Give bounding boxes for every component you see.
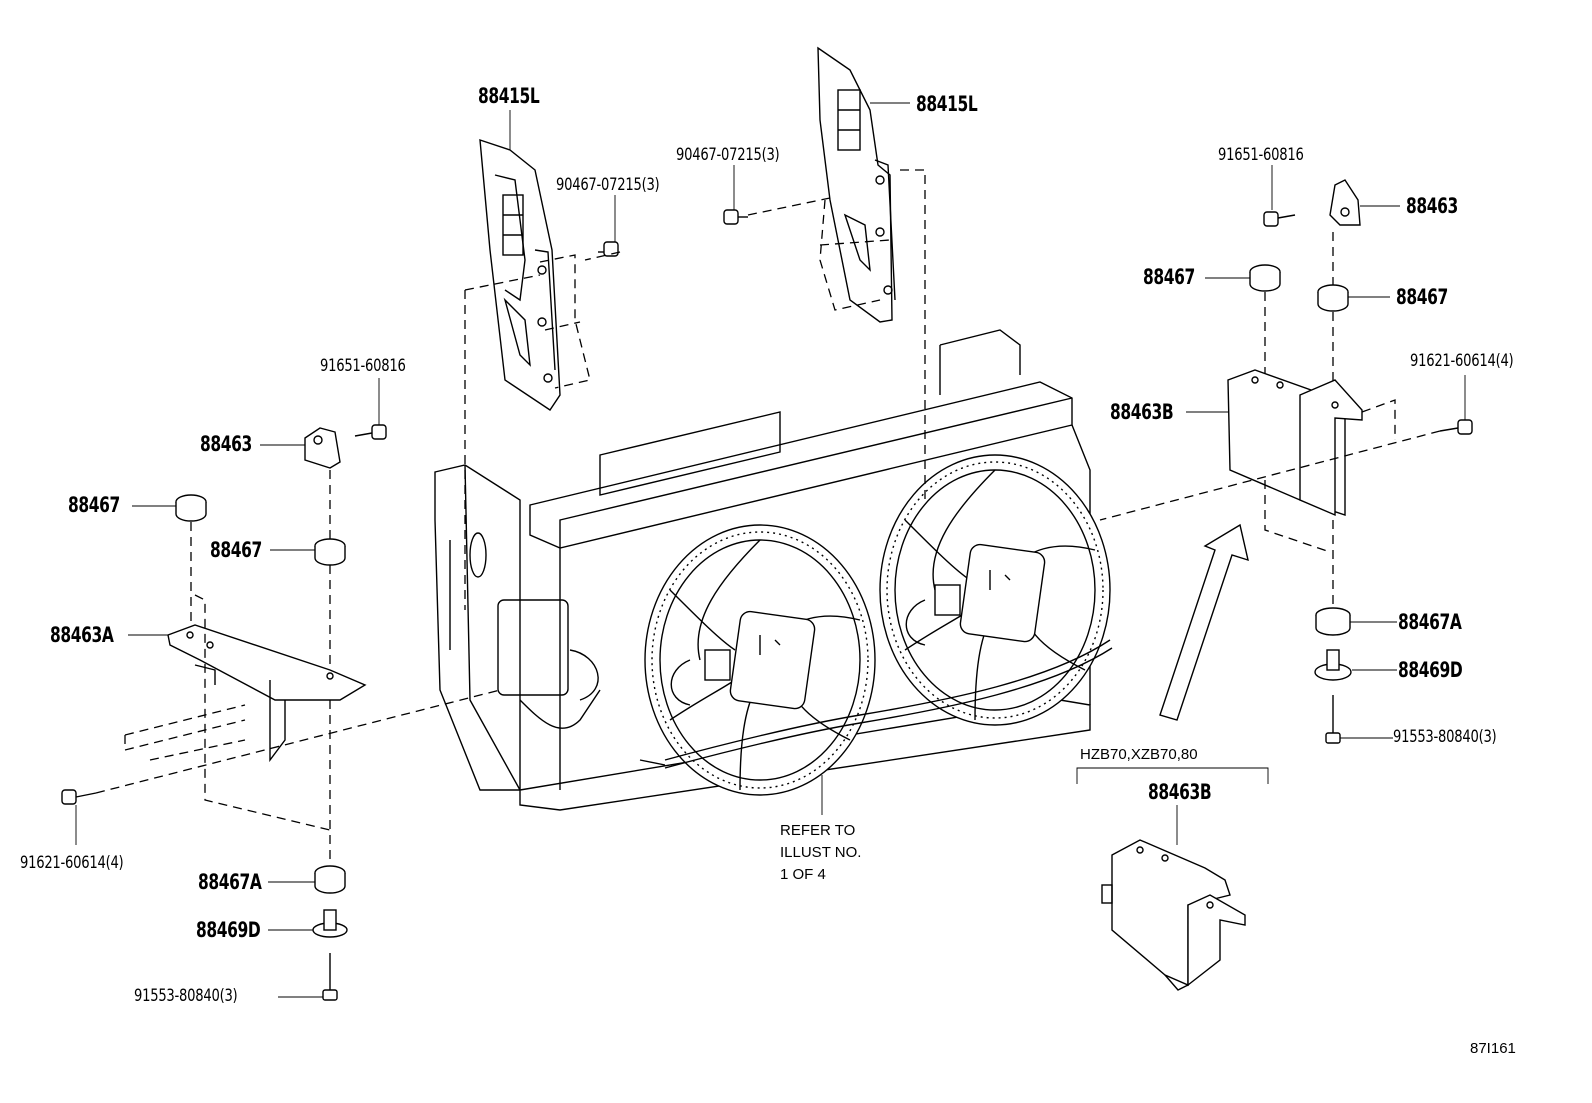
label-right-bracket: 88463 — [1406, 194, 1458, 218]
label-left-collar-d: 88469D — [196, 918, 261, 942]
refer-note-line-3: 1 OF 4 — [780, 866, 826, 883]
refer-note-line-1: REFER TO — [780, 822, 856, 839]
left-fan — [644, 524, 876, 796]
label-right-cushion-a: 88467A — [1398, 610, 1462, 634]
label-left-cushion-a: 88467A — [198, 870, 262, 894]
label-shroud-panel-right: 88415L — [916, 92, 978, 116]
fan-shroud-assembly — [434, 329, 1113, 815]
label-variant-bracket-b: 88463B — [1148, 780, 1212, 804]
left-mount-stack — [61, 378, 501, 1001]
label-left-cushion-upper: 88467 — [68, 493, 120, 517]
illustration-code: 87I161 — [1470, 1040, 1516, 1057]
label-left-bracket: 88463 — [200, 432, 252, 456]
label-left-cushion-lower: 88467 — [210, 538, 262, 562]
label-left-bolt-upper: 91651-60816 — [320, 356, 406, 376]
label-clip-left: 90467-07215(3) — [556, 175, 660, 195]
clip-left — [584, 195, 621, 261]
label-shroud-panel-left: 88415L — [478, 84, 540, 108]
shroud-panel-right — [817, 46, 926, 500]
right-mount-stack — [1099, 165, 1473, 744]
label-right-side-bolt: 91621-60614(4) — [1410, 351, 1514, 371]
shroud-panel-left — [464, 110, 591, 610]
left-upper-bolt-head — [371, 424, 387, 440]
label-clip-right: 90467-07215(3) — [676, 145, 780, 165]
variant-inset — [1076, 767, 1269, 991]
clip-right — [723, 165, 831, 225]
right-fan — [879, 454, 1111, 726]
label-right-cushion-left: 88467 — [1143, 265, 1195, 289]
label-right-collar-d: 88469D — [1398, 658, 1463, 682]
label-right-cushion-right: 88467 — [1396, 285, 1448, 309]
variant-note: HZB70,XZB70,80 — [1080, 746, 1198, 763]
label-right-lower-bolt: 91553-80840(3) — [1393, 727, 1497, 747]
label-left-lower-bolt: 91553-80840(3) — [134, 986, 238, 1006]
label-left-bracket-a: 88463A — [50, 623, 114, 647]
label-right-bolt-upper: 91651-60816 — [1218, 145, 1304, 165]
refer-note: REFER TO ILLUST NO. 1 OF 4 — [780, 820, 861, 886]
label-right-bracket-b: 88463B — [1110, 400, 1174, 424]
refer-note-line-2: ILLUST NO. — [780, 844, 862, 861]
label-left-side-bolt: 91621-60614(4) — [20, 853, 124, 873]
